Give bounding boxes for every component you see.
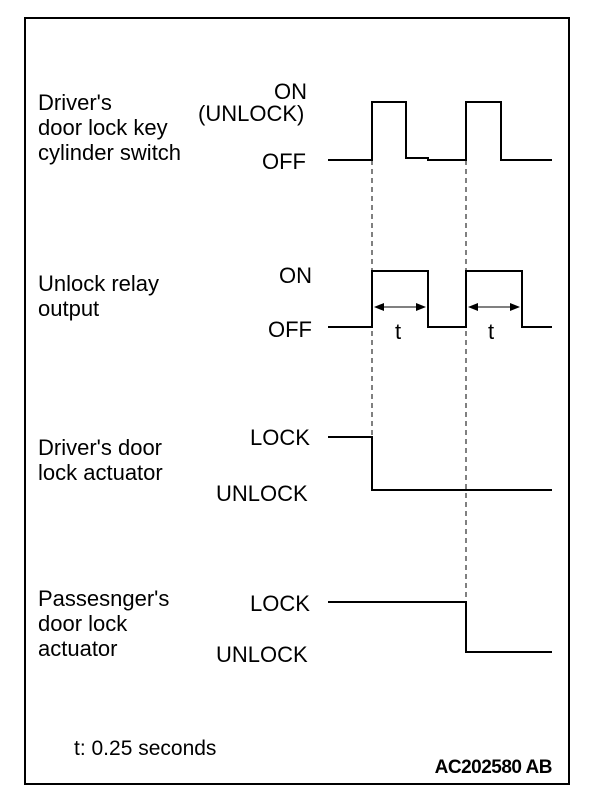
signal-3-waveform — [328, 436, 552, 491]
signal-4-name-line-1: Passesnger's — [38, 586, 170, 611]
signal-1-name-line-3: cylinder switch — [38, 140, 182, 165]
signal-2-low-state: OFF — [268, 317, 312, 342]
footnote: t: 0.25 seconds — [74, 737, 217, 760]
signal-1-low-state: OFF — [262, 149, 306, 174]
figure-frame — [24, 17, 570, 785]
signal-1-high-state-sub: (UNLOCK) — [198, 101, 305, 126]
signal-2-high-state: ON — [279, 263, 312, 288]
signal-4-name-line-2: door lock — [38, 611, 128, 636]
pulse-width-label-2: t — [488, 319, 495, 344]
signal-3-high-state: LOCK — [250, 425, 310, 450]
signal-1-waveform — [328, 101, 552, 161]
signal-3-name-line-2: lock actuator — [38, 460, 163, 485]
signal-3-low-state: UNLOCK — [216, 481, 308, 506]
signal-4-low-state: UNLOCK — [216, 642, 308, 667]
signal-1-name-line-1: Driver's — [38, 90, 112, 115]
signal-4-name-line-3: actuator — [38, 636, 118, 661]
signal-3-name-line-1: Driver's door — [38, 435, 163, 460]
signal-1-high-state: ON — [274, 79, 307, 104]
signal-2-waveform — [328, 270, 552, 328]
signal-2-name-line-1: Unlock relay — [38, 271, 160, 296]
signal-1-name-line-2: door lock key — [38, 115, 168, 140]
signal-2-name-line-2: output — [38, 296, 100, 321]
signal-4-waveform — [328, 601, 552, 653]
pulse-width-label-1: t — [395, 319, 402, 344]
figure-code: AC202580 AB — [434, 757, 553, 778]
signal-4-high-state: LOCK — [250, 591, 310, 616]
